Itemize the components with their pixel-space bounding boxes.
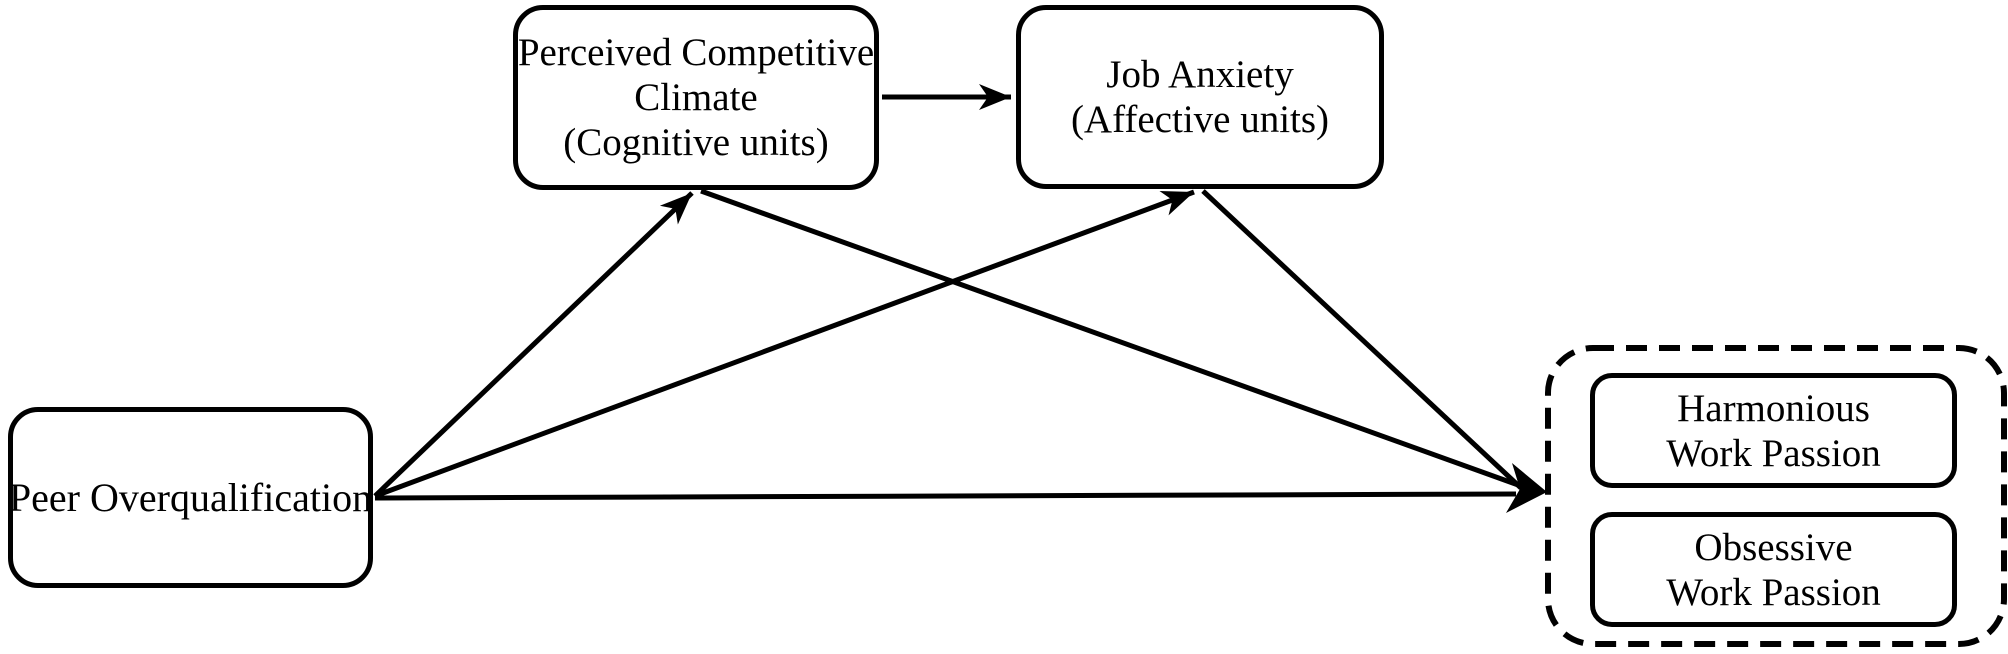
node-obsessive-work-passion: Obsessive Work Passion <box>1590 512 1957 627</box>
edge-po-to-group <box>374 491 1517 501</box>
node-label-line: Peer Overqualification <box>8 475 373 520</box>
node-label-line: Harmonious <box>1677 386 1870 430</box>
node-label-line: Climate <box>634 76 758 119</box>
node-label-line: (Cognitive units) <box>563 121 829 164</box>
node-harmonious-work-passion: Harmonious Work Passion <box>1590 373 1957 488</box>
work-passion-group-border <box>1545 345 2007 647</box>
node-peer-overqualification: Peer Overqualification <box>8 407 373 588</box>
edge-pcc-to-group <box>700 188 1522 489</box>
node-label-line: Job Anxiety <box>1106 53 1294 96</box>
edge-po-to-ja <box>374 189 1195 499</box>
node-label-line: Work Passion <box>1666 431 1881 475</box>
node-label-line: Obsessive <box>1694 525 1853 569</box>
edge-ja-to-group <box>1201 189 1523 490</box>
edge-po-to-pcc <box>373 191 694 498</box>
node-label-line: (Affective units) <box>1070 98 1330 141</box>
node-label-line: Perceived Competitive <box>517 31 875 74</box>
node-job-anxiety: Job Anxiety (Affective units) <box>1016 5 1384 189</box>
converging-arrowhead <box>1506 463 1547 513</box>
node-label-line: Work Passion <box>1666 570 1881 614</box>
node-perceived-competitive-climate: Perceived Competitive Climate (Cognitive… <box>513 5 879 190</box>
